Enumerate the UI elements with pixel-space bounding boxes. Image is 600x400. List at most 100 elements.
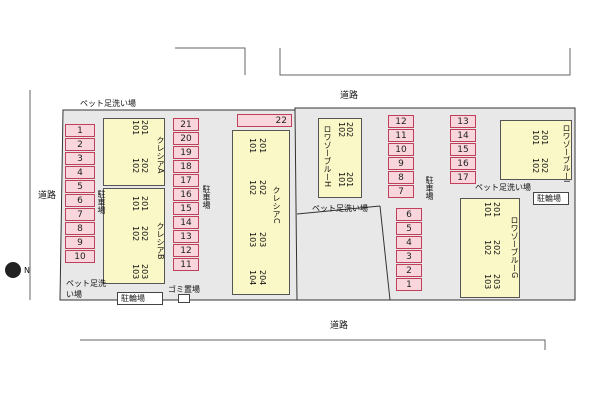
parking-space-13: 13 (173, 230, 199, 243)
unit-c-203: 203 (258, 232, 267, 248)
parking-space-label: 11 (395, 130, 407, 141)
unit-h-202: 202 (345, 122, 354, 138)
unit-g-102: 102 (483, 240, 492, 256)
parking-space-17: 17 (173, 174, 199, 187)
unit-c-102: 102 (248, 180, 257, 196)
unit-c-204: 204 (258, 270, 267, 286)
parking-space-10: 10 (388, 143, 414, 156)
parking-space-label: 14 (180, 217, 192, 228)
parking-space-2: 2 (65, 138, 95, 151)
parking-space-14: 14 (450, 129, 476, 142)
unit-g-103: 103 (483, 274, 492, 290)
unit-i-102: 102 (531, 158, 540, 174)
parking-space-label: 3 (406, 251, 412, 262)
unit-i-201: 201 (540, 130, 549, 146)
parking-space-label: 15 (457, 144, 469, 155)
unit-b-202: 202 (140, 226, 149, 242)
road-label-top: 道路 (340, 91, 359, 101)
compass-icon (5, 262, 21, 278)
parking-space-20: 20 (173, 132, 199, 145)
compass-letter: N (24, 266, 30, 275)
pet-wash-label-left: ペット足洗い場 (66, 279, 106, 299)
unit-c-202: 202 (258, 180, 267, 196)
parking-space-label: 14 (457, 130, 469, 141)
road-label-left: 道路 (38, 191, 57, 201)
unit-b-101: 101 (131, 196, 140, 212)
building-name-h: ロワゾーブルーH (323, 125, 332, 188)
parking-space-label: 4 (406, 237, 412, 248)
parking-space-15: 15 (450, 143, 476, 156)
parking-space-15: 15 (173, 202, 199, 215)
building-loiseau-g (460, 198, 520, 298)
building-name-g: ロワゾーブルーG (510, 216, 519, 279)
parking-space-label: 6 (406, 209, 412, 220)
parking-space-3: 3 (396, 250, 422, 263)
unit-g-203: 203 (492, 274, 501, 290)
building-name-b: クレシアB (156, 222, 165, 260)
parking-space-label: 11 (180, 259, 192, 270)
parking-space-label: 22 (275, 115, 287, 126)
parking-space-label: 17 (457, 172, 469, 183)
parking-space-10: 10 (65, 250, 95, 263)
unit-c-104: 104 (248, 270, 257, 286)
unit-c-101: 101 (248, 138, 257, 154)
parking-space-9: 9 (65, 236, 95, 249)
parking-space-label: 15 (180, 203, 192, 214)
parking-space-label: 17 (180, 175, 192, 186)
parking-space-label: 12 (395, 116, 407, 127)
garbage-label: ゴミ置場 (168, 285, 200, 294)
unit-a-102: 102 (131, 158, 140, 174)
building-loiseau-i (500, 120, 572, 180)
parking-space-label: 1 (406, 279, 412, 290)
parking-space-2: 2 (396, 264, 422, 277)
parking-label-left: 駐車場 (97, 190, 106, 214)
unit-c-103: 103 (248, 232, 257, 248)
parking-space-label: 9 (398, 158, 404, 169)
parking-space-label: 13 (180, 231, 192, 242)
parking-space-18: 18 (173, 160, 199, 173)
unit-b-103: 103 (131, 264, 140, 280)
parking-space-label: 18 (180, 161, 192, 172)
parking-space-label: 1 (77, 125, 83, 136)
parking-space-16: 16 (450, 157, 476, 170)
unit-g-101: 101 (483, 202, 492, 218)
parking-space-label: 3 (77, 153, 83, 164)
parking-space-label: 16 (457, 158, 469, 169)
parking-space-label: 8 (398, 172, 404, 183)
parking-space-5: 5 (396, 222, 422, 235)
road-label-bottom: 道路 (330, 321, 349, 331)
parking-space-9: 9 (388, 157, 414, 170)
parking-space-8: 8 (65, 222, 95, 235)
unit-b-102: 102 (131, 226, 140, 242)
parking-space-1: 1 (396, 278, 422, 291)
pet-wash-label-right: ペット足洗い場 (475, 183, 531, 192)
parking-space-label: 6 (77, 195, 83, 206)
parking-space-12: 12 (388, 115, 414, 128)
unit-b-203: 203 (140, 264, 149, 280)
building-crecia-c (232, 130, 290, 295)
parking-space-label: 7 (398, 186, 404, 197)
bicycle-parking-right: 駐輪場 (533, 192, 569, 205)
pet-wash-label-mid: ペット足洗い場 (312, 204, 368, 213)
parking-space-17: 17 (450, 171, 476, 184)
parking-space-11: 11 (388, 129, 414, 142)
unit-h-101: 101 (337, 172, 346, 188)
parking-space-6: 6 (65, 194, 95, 207)
unit-a-202: 202 (140, 158, 149, 174)
parking-space-label: 5 (406, 223, 412, 234)
parking-space-8: 8 (388, 171, 414, 184)
parking-space-5: 5 (65, 180, 95, 193)
unit-i-202: 202 (540, 158, 549, 174)
parking-space-label: 10 (74, 251, 86, 262)
parking-space-12: 12 (173, 244, 199, 257)
parking-space-label: 2 (406, 265, 412, 276)
unit-a-101: 101 (131, 120, 140, 136)
building-name-c: クレシアC (272, 186, 281, 224)
bicycle-parking-left: 駐輪場 (117, 292, 163, 305)
parking-space-13: 13 (450, 115, 476, 128)
unit-g-202: 202 (492, 240, 501, 256)
building-loiseau-h (318, 118, 362, 198)
parking-space-label: 9 (77, 237, 83, 248)
parking-space-6: 6 (396, 208, 422, 221)
building-crecia-b (103, 188, 165, 284)
